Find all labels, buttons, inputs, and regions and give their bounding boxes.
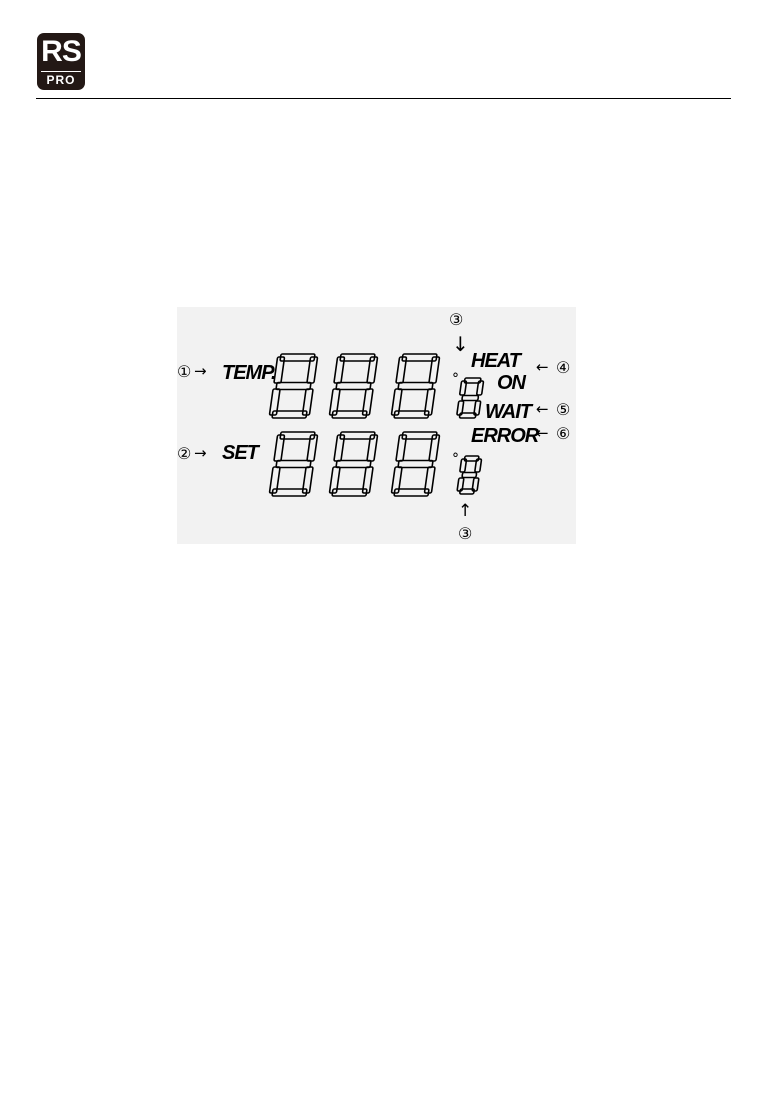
- temp-digit-2: [329, 354, 378, 418]
- lcd-segment: [336, 461, 371, 468]
- lcd-segment: [336, 383, 371, 390]
- degree-symbol-top: °: [452, 372, 459, 386]
- callout-3-top: ③: [449, 312, 463, 328]
- lcd-segment: [460, 381, 467, 395]
- temp-label: TEMP.: [222, 363, 276, 383]
- callout-1-arrow: →: [194, 364, 207, 379]
- set-label: SET: [222, 443, 258, 463]
- lcd-segment: [398, 461, 433, 468]
- callout-2: ②: [177, 446, 191, 462]
- callout-5-arrow: ←: [536, 402, 549, 417]
- callout-4-arrow: ←: [536, 360, 549, 375]
- callout-4: ④: [556, 360, 570, 376]
- callout-2-arrow: →: [194, 446, 207, 461]
- heat-label: HEAT: [471, 351, 520, 371]
- lcd-segment: [276, 461, 311, 468]
- callout-1: ①: [177, 364, 191, 380]
- lcd-segment: [462, 473, 477, 478]
- set-digit-2: [329, 432, 378, 496]
- lcd-segment: [398, 383, 433, 390]
- callout-3-bottom: ③: [458, 526, 472, 542]
- lcd-segment: [460, 459, 467, 472]
- error-label: ERROR: [471, 426, 538, 446]
- temp-digit-3: [391, 354, 440, 418]
- lcd-segment: [462, 396, 479, 401]
- lcd-segment: [276, 383, 311, 390]
- on-label: ON: [497, 373, 525, 393]
- set-digit-3: [391, 432, 440, 496]
- callout-5: ⑤: [556, 402, 570, 418]
- set-small-digit: [457, 456, 482, 494]
- callout-3-bottom-arrow: ↑: [458, 503, 472, 520]
- callout-6: ⑥: [556, 426, 570, 442]
- set-digit-1: [269, 432, 318, 496]
- wait-label: WAIT: [485, 402, 531, 422]
- callout-3-top-arrow: ↓: [452, 334, 469, 354]
- callout-6-arrow: ←: [536, 426, 549, 441]
- temp-small-digit: [456, 378, 484, 418]
- degree-symbol-bottom: °: [452, 452, 459, 466]
- temp-digit-1: [269, 354, 318, 418]
